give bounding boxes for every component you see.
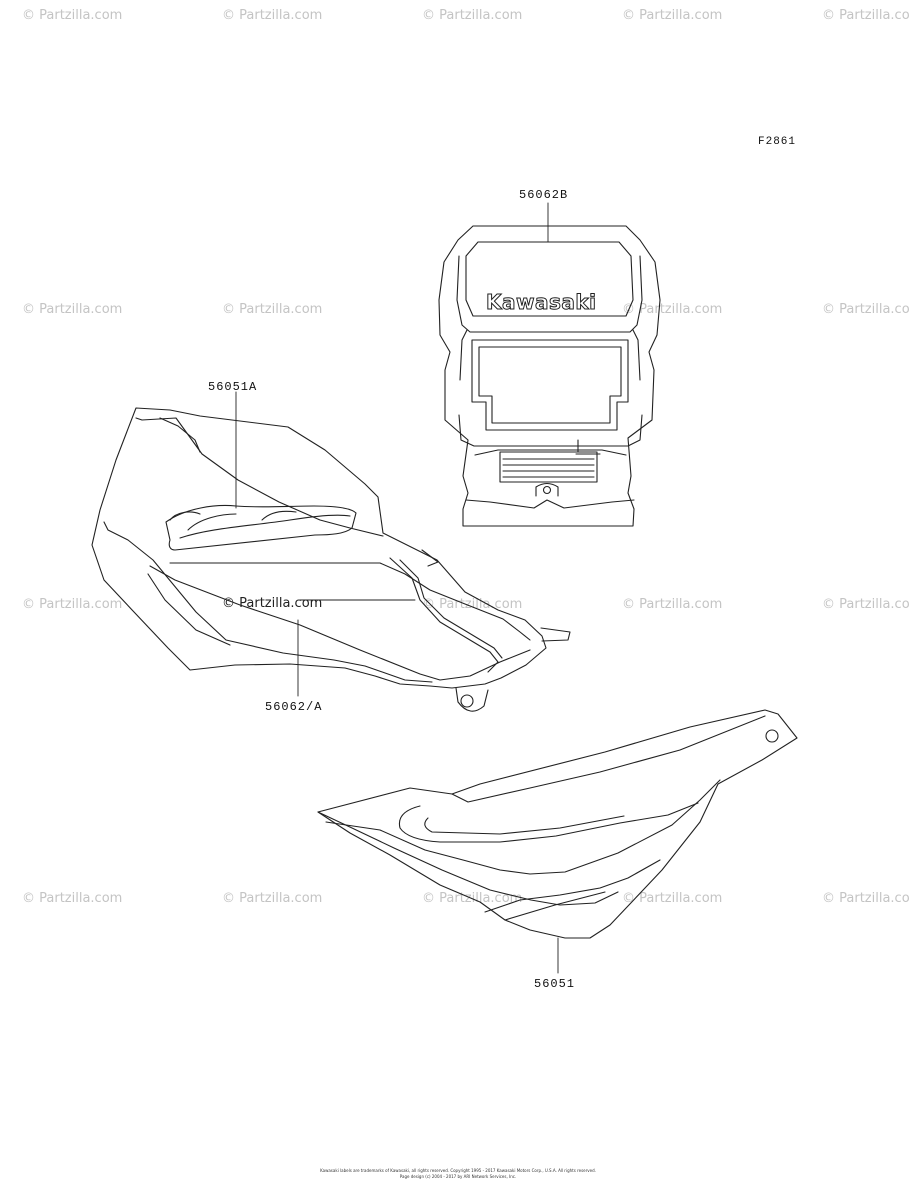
callout-56062-A: 56062/A: [265, 700, 323, 714]
watermark: © Partzilla.com: [22, 597, 123, 612]
callout-56051: 56051: [534, 977, 576, 991]
watermark: © Partzilla.com: [22, 302, 123, 317]
watermark: © Partzilla.co: [822, 597, 910, 612]
side-cover-decal: [318, 710, 797, 973]
figure-number: F2861: [758, 136, 797, 148]
watermark: © Partzilla.com: [622, 597, 723, 612]
watermark: © Partzilla.com: [622, 891, 723, 906]
watermark: © Partzilla.com: [222, 891, 323, 906]
watermark: © Partzilla.com: [422, 597, 523, 612]
copyright-line-2: Page design (c) 2004 - 2017 by ARI Netwo…: [399, 1174, 517, 1179]
tank-decal: [92, 392, 570, 711]
watermark: © Partzilla.com: [22, 8, 123, 23]
watermark: © Partzilla.com: [622, 8, 723, 23]
watermark: © Partzilla.com: [622, 302, 723, 317]
center-watermark: © Partzilla.com: [222, 596, 323, 611]
watermark: © Partzilla.com: [22, 891, 123, 906]
watermark: © Partzilla.co: [822, 891, 910, 906]
callout-56062B: 56062B: [519, 188, 569, 202]
front-cover-decal: [439, 203, 660, 526]
watermark: © Partzilla.com: [222, 302, 323, 317]
callout-56051A: 56051A: [208, 380, 258, 394]
watermark: © Partzilla.com: [222, 8, 323, 23]
copyright-line: Kawasaki labels are trademarks of Kawasa…: [320, 1168, 596, 1173]
watermark: © Partzilla.com: [422, 8, 523, 23]
kawasaki-logo: Kawasaki: [486, 290, 597, 315]
watermark: © Partzilla.co: [822, 8, 910, 23]
watermark: © Partzilla.co: [822, 302, 910, 317]
